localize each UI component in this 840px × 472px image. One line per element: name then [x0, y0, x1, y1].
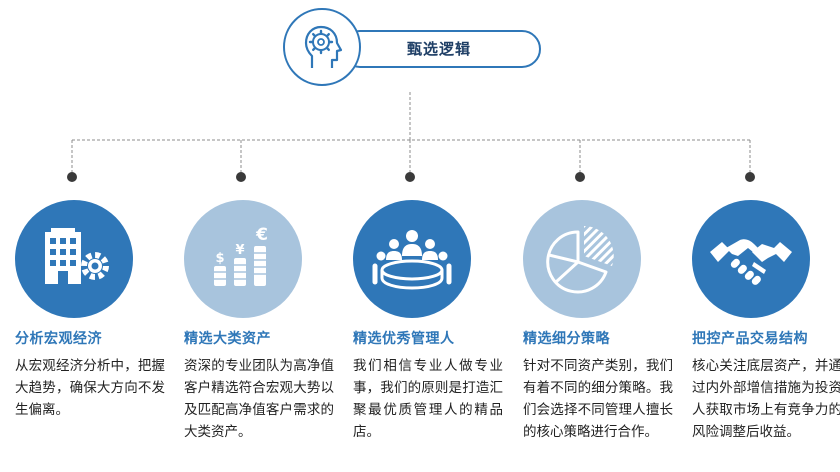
header-title: 甄选逻辑: [407, 40, 472, 58]
head-gear-icon: [304, 25, 343, 68]
selection-logic-header: 甄选逻辑: [283, 8, 548, 92]
connector-dot: [236, 172, 246, 182]
svg-text:$: $: [215, 251, 224, 266]
connector-dot: [575, 172, 585, 182]
item-title: 分析宏观经济: [15, 331, 102, 347]
item-description: 我们相信专业人做专业事，我们的原则是打造汇聚最优质管理人的精品店。: [353, 358, 503, 440]
connector-dot: [67, 172, 77, 182]
item-description: 资深的专业团队为高净值客户精选符合宏观大势以及匹配高净值客户需求的大类资产。: [184, 358, 334, 440]
item-description: 从宏观经济分析中，把握大趋势，确保大方向不发生偏离。: [15, 358, 165, 418]
item-icon-circle: [353, 200, 471, 318]
item-title: 精选细分策略: [523, 331, 610, 347]
svg-text:€: €: [255, 225, 268, 245]
team-table-icon: [372, 230, 452, 290]
header-pill: 甄选逻辑: [341, 30, 541, 68]
item-icon-circle: [692, 200, 810, 318]
pie-chart-icon: [546, 226, 614, 294]
connector-dot: [405, 172, 415, 182]
item-description: 核心关注底层资产，并通过内外部增信措施为投资人获取市场上有竞争力的风险调整后收益…: [692, 358, 840, 440]
connector-dot: [745, 172, 755, 182]
item-icon-circle: $ ¥ €: [184, 200, 302, 318]
connector-lines: [71, 92, 751, 176]
header-icon-ring: [283, 8, 361, 86]
item-title: 精选大类资产: [184, 331, 271, 347]
currency-stacks-icon: $ ¥ €: [214, 225, 268, 286]
building-gear-icon: [45, 228, 109, 284]
item-icon-circle: [523, 200, 641, 318]
svg-text:¥: ¥: [235, 243, 244, 258]
item-title: 精选优秀管理人: [353, 331, 455, 347]
item-description: 针对不同资产类别，我们有着不同的细分策略。我们会选择不同管理人擅长的核心策略进行…: [523, 358, 673, 440]
handshake-icon: [710, 239, 792, 285]
item-title: 把控产品交易结构: [692, 331, 808, 347]
item-icon-circle: [15, 200, 133, 318]
